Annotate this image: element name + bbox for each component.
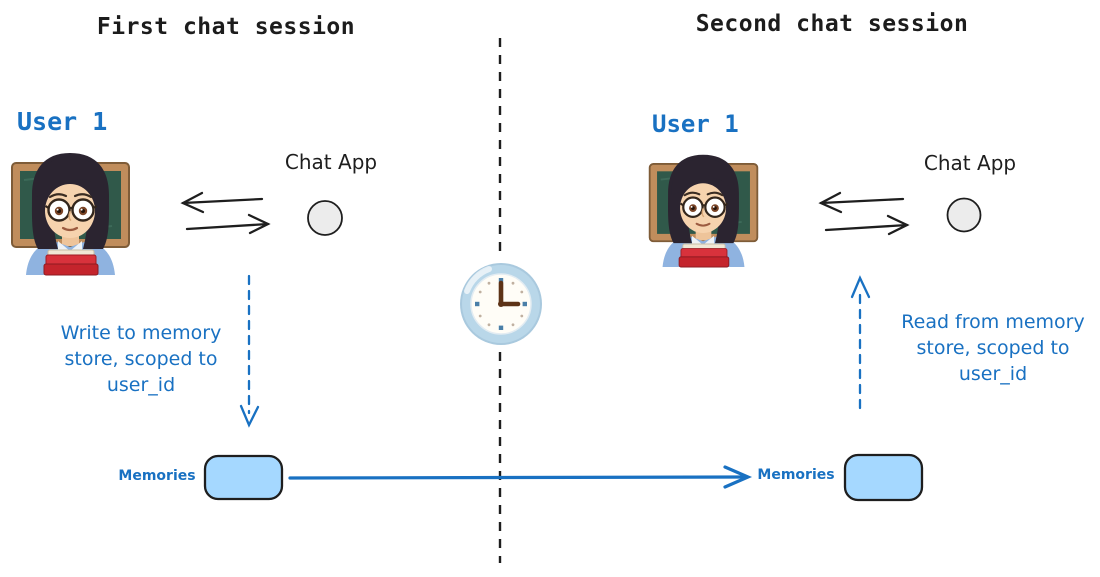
left-app-to-user-arrow bbox=[180, 191, 264, 214]
right-session-title: Second chat session bbox=[695, 11, 969, 37]
right-user-teacher-emoji bbox=[648, 153, 759, 269]
left-user-teacher-emoji bbox=[10, 151, 131, 277]
memory-transfer-arrow bbox=[288, 465, 753, 489]
write-to-memory-arrow bbox=[239, 274, 260, 428]
right-app-to-user-arrow bbox=[818, 191, 905, 214]
left-user-to-app-arrow bbox=[185, 213, 271, 235]
left-memories-label: Memories bbox=[118, 468, 196, 484]
right-user-to-app-arrow bbox=[824, 214, 910, 236]
left-user-label: User 1 bbox=[17, 107, 108, 136]
read-from-memory-arrow bbox=[850, 275, 871, 410]
annotation-line: Read from memory bbox=[901, 311, 1085, 333]
annotation-line: store, scoped to bbox=[916, 337, 1070, 359]
clock-icon bbox=[460, 263, 542, 345]
annotation-line: user_id bbox=[958, 363, 1028, 385]
read-from-memory-annotation: Read from memory store, scoped to user_i… bbox=[901, 309, 1084, 387]
right-user-label: User 1 bbox=[652, 110, 739, 138]
left-memory-store-box bbox=[203, 454, 284, 501]
right-memories-label: Memories bbox=[757, 467, 835, 483]
right-chat-app-label: Chat App bbox=[923, 151, 1017, 175]
left-session-title: First chat session bbox=[96, 14, 356, 40]
right-memory-store-box bbox=[843, 453, 924, 502]
left-chat-app-label: Chat App bbox=[284, 150, 378, 174]
annotation-line: user_id bbox=[106, 374, 176, 396]
write-to-memory-annotation: Write to memory store, scoped to user_id bbox=[61, 320, 222, 398]
annotation-line: Write to memory bbox=[60, 322, 222, 344]
left-chat-app-circle bbox=[307, 200, 343, 236]
annotation-line: store, scoped to bbox=[64, 348, 218, 370]
right-chat-app-circle bbox=[946, 197, 982, 233]
